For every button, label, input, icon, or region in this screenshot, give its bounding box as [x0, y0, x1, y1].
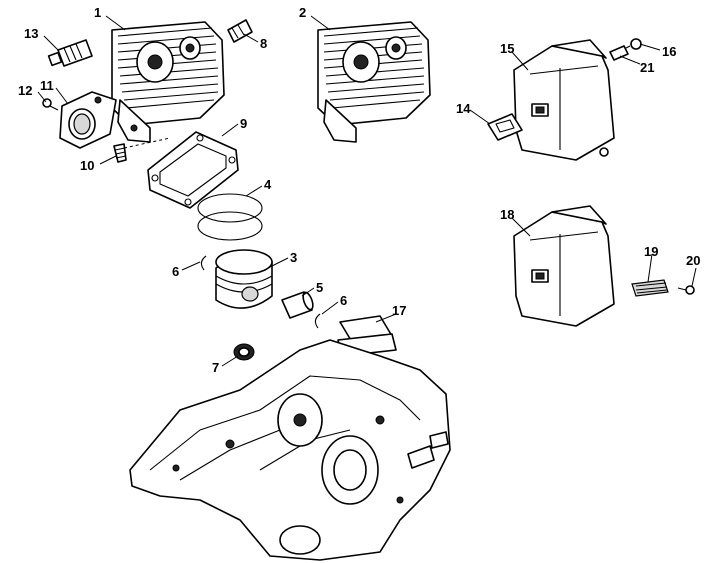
label-part-21: 21 — [640, 60, 654, 75]
label-part-12: 12 — [18, 83, 32, 98]
piston-rings-part-4 — [197, 193, 263, 241]
label-part-16: 16 — [662, 44, 676, 59]
label-part-10: 10 — [80, 158, 94, 173]
label-part-17: 17 — [392, 303, 406, 318]
muffler-part-18 — [513, 205, 615, 327]
label-part-5: 5 — [316, 280, 323, 295]
label-part-7: 7 — [212, 360, 219, 375]
crankcase — [129, 339, 451, 561]
piston-part-3 — [215, 249, 273, 309]
label-part-6b: 6 — [340, 293, 347, 308]
label-part-11: 11 — [40, 78, 54, 93]
cylinder-part-2 — [317, 21, 431, 143]
callout-labels: 1 2 3 4 5 6 6 7 8 9 10 11 12 13 14 15 16… — [18, 5, 700, 375]
cylinder-part-1 — [111, 21, 225, 143]
decompression-valve-part-13 — [47, 39, 93, 67]
screw-part-10 — [113, 143, 127, 163]
label-part-2: 2 — [299, 5, 306, 20]
cylinder-gasket-part-9 — [147, 131, 239, 209]
spark-arrestor-screen-part-19 — [631, 279, 669, 297]
circlip-part-6a — [200, 255, 207, 271]
label-part-4: 4 — [264, 177, 272, 192]
muffler-gasket-part-14 — [487, 113, 523, 141]
label-part-3: 3 — [290, 250, 297, 265]
needle-cage-part-7 — [233, 343, 255, 361]
label-part-20: 20 — [686, 253, 700, 268]
label-part-19: 19 — [644, 244, 658, 259]
muffler-part-15 — [513, 39, 615, 161]
label-part-18: 18 — [500, 207, 514, 222]
label-part-14: 14 — [456, 101, 471, 116]
label-part-6a: 6 — [172, 264, 179, 279]
label-part-8: 8 — [260, 36, 267, 51]
spark-plug-part-8 — [227, 19, 253, 43]
screw-part-20 — [677, 285, 695, 295]
label-part-13: 13 — [24, 26, 38, 41]
circlip-part-6b — [314, 313, 321, 329]
screw-part-21 — [609, 45, 629, 61]
piston-pin-part-5 — [281, 291, 314, 319]
label-part-9: 9 — [240, 116, 247, 131]
intake-manifold-part-11 — [59, 91, 117, 149]
label-part-1: 1 — [94, 5, 101, 20]
leader-lines — [37, 15, 697, 367]
label-part-15: 15 — [500, 41, 514, 56]
